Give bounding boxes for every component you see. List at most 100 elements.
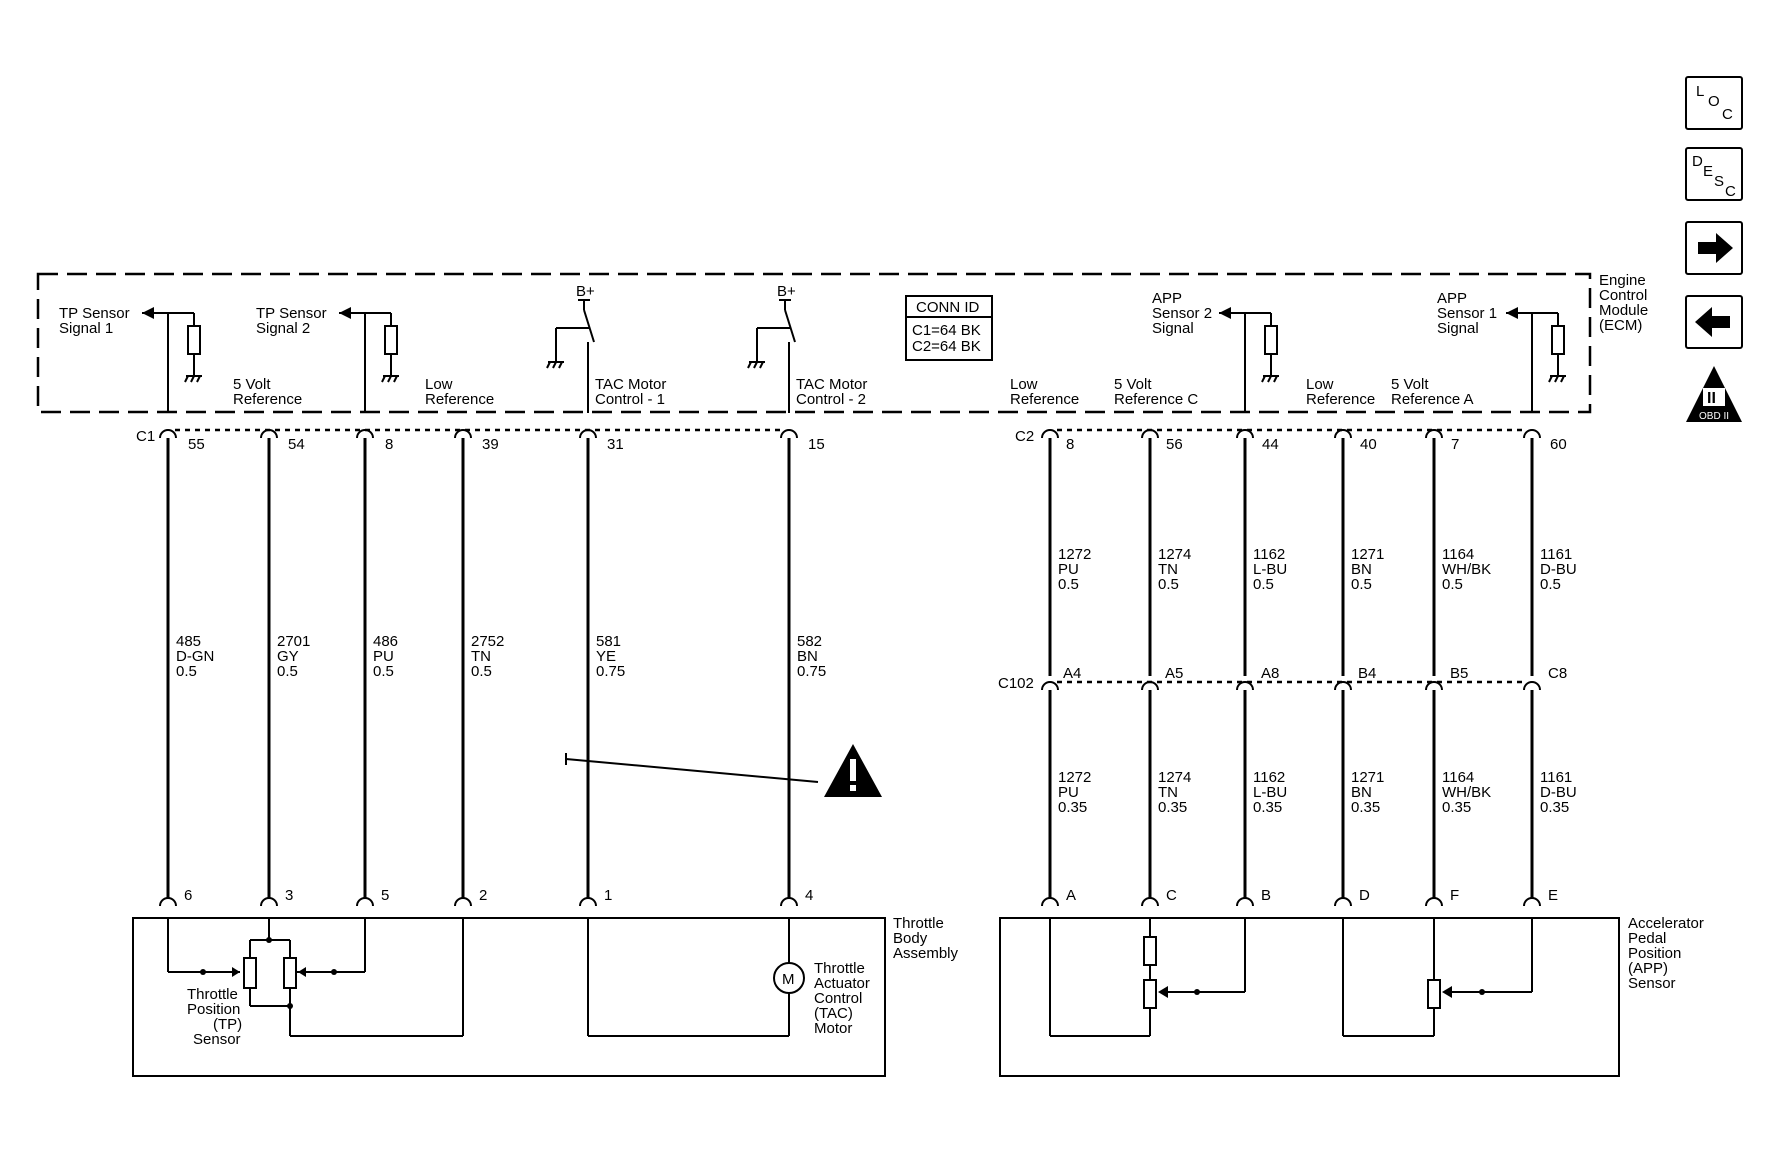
- svg-text:5 Volt: 5 Volt: [1391, 376, 1429, 393]
- svg-text:Signal: Signal: [1152, 320, 1194, 337]
- c1-pin-15: 15: [808, 436, 825, 453]
- app-pin-f: F: [1450, 887, 1459, 904]
- svg-text:Motor: Motor: [814, 1020, 852, 1037]
- app-pin-d: D: [1359, 887, 1370, 904]
- svg-text:0.35: 0.35: [1442, 799, 1471, 816]
- svg-text:TP Sensor: TP Sensor: [256, 305, 327, 322]
- svg-text:0.5: 0.5: [1158, 576, 1179, 593]
- wire-label-1161-upper: 1161 D-BU 0.5: [1540, 546, 1577, 593]
- ecm-label-5v-reference-a: 5 Volt Reference A: [1391, 376, 1474, 408]
- previous-page-button[interactable]: [1685, 295, 1743, 349]
- svg-text:L-BU: L-BU: [1253, 561, 1287, 578]
- c1-pin-31: 31: [607, 436, 624, 453]
- c2-pin-7: 7: [1451, 436, 1459, 453]
- svg-text:Reference: Reference: [425, 391, 494, 408]
- app-pin-b: B: [1261, 887, 1271, 904]
- svg-text:1271: 1271: [1351, 546, 1384, 563]
- svg-text:YE: YE: [596, 648, 616, 665]
- app-sensor-2-circuit: [1049, 918, 1246, 1037]
- svg-text:0.5: 0.5: [277, 663, 298, 680]
- wire-label-1164-lower: 1164 WH/BK 0.35: [1442, 769, 1491, 816]
- svg-text:0.5: 0.5: [1058, 576, 1079, 593]
- svg-text:Sensor 2: Sensor 2: [1152, 305, 1212, 322]
- wire-label-1271-upper: 1271 BN 0.5: [1351, 546, 1384, 593]
- svg-text:Throttle: Throttle: [814, 960, 865, 977]
- svg-text:Reference: Reference: [1306, 391, 1375, 408]
- next-page-button[interactable]: [1685, 221, 1743, 275]
- loc-letter-o: O: [1708, 93, 1720, 110]
- warning-leader-line: [565, 758, 819, 783]
- c1-pin-39: 39: [482, 436, 499, 453]
- svg-text:Low: Low: [1306, 376, 1334, 393]
- arrow-left-icon: [1695, 307, 1730, 337]
- c102-pin-a8: A8: [1261, 665, 1279, 682]
- obd-ii-button[interactable]: II OBD II: [1686, 366, 1742, 422]
- svg-text:1161: 1161: [1540, 546, 1572, 563]
- svg-text:1274: 1274: [1158, 769, 1191, 786]
- svg-text:0.75: 0.75: [596, 663, 625, 680]
- wire-label-2701: 2701 GY 0.5: [277, 633, 310, 680]
- svg-text:1162: 1162: [1253, 546, 1285, 563]
- connector-c2-label: C2: [1015, 428, 1034, 445]
- loc-button[interactable]: L O C: [1685, 76, 1743, 130]
- app-sensor-assembly: [999, 917, 1620, 1077]
- svg-text:Control: Control: [814, 990, 862, 1007]
- svg-text:TAC Motor: TAC Motor: [796, 376, 867, 393]
- wire-label-1272-upper: 1272 PU 0.5: [1058, 546, 1091, 593]
- c102-pin-a5: A5: [1165, 665, 1183, 682]
- svg-text:BN: BN: [1351, 561, 1372, 578]
- arrow-right-icon: [1698, 233, 1733, 263]
- ecm-internal-app-2: [1219, 307, 1279, 413]
- svg-text:0.5: 0.5: [1442, 576, 1463, 593]
- svg-text:TAC Motor: TAC Motor: [595, 376, 666, 393]
- ecm-label-tp-signal-1: TP Sensor Signal 1: [59, 305, 130, 337]
- ecm-label-5v-reference: 5 Volt Reference: [233, 376, 302, 408]
- svg-text:1272: 1272: [1058, 546, 1091, 563]
- svg-text:Throttle: Throttle: [893, 915, 944, 932]
- svg-text:Accelerator: Accelerator: [1628, 915, 1704, 932]
- svg-text:Assembly: Assembly: [893, 945, 959, 962]
- c2-pin-40: 40: [1360, 436, 1377, 453]
- svg-text:0.35: 0.35: [1058, 799, 1087, 816]
- loc-letter-c: C: [1722, 106, 1733, 123]
- svg-text:TN: TN: [1158, 561, 1178, 578]
- svg-text:1162: 1162: [1253, 769, 1285, 786]
- svg-text:Reference: Reference: [233, 391, 302, 408]
- svg-text:1274: 1274: [1158, 546, 1191, 563]
- svg-text:0.5: 0.5: [1540, 576, 1561, 593]
- connector-c1-label: C1: [136, 428, 155, 445]
- ecm-label-low-reference-app-2: Low Reference: [1010, 376, 1079, 408]
- ecm-internal-app-1: [1506, 307, 1566, 413]
- svg-text:CONN ID: CONN ID: [916, 299, 980, 316]
- svg-text:Throttle: Throttle: [187, 986, 238, 1003]
- wires-left: [166, 438, 791, 898]
- wire-label-1274-lower: 1274 TN 0.35: [1158, 769, 1191, 816]
- tp-sensor-label: Throttle Position (TP) Sensor: [187, 986, 242, 1048]
- ecm-label-5v-reference-c: 5 Volt Reference C: [1114, 376, 1198, 408]
- desc-letter-e: E: [1703, 163, 1713, 180]
- tac-driver-switch-2: [747, 299, 796, 413]
- wire-label-1161-lower: 1161 D-BU 0.35: [1540, 769, 1577, 816]
- desc-button[interactable]: D E S C: [1685, 147, 1743, 201]
- app-pin-a: A: [1066, 887, 1076, 904]
- svg-text:0.5: 0.5: [373, 663, 394, 680]
- c2-pin-44: 44: [1262, 436, 1279, 453]
- tac-pin-4: 4: [805, 887, 813, 904]
- ecm-label-tp-signal-2: TP Sensor Signal 2: [256, 305, 327, 337]
- app-sensor-label: Accelerator Pedal Position (APP) Sensor: [1628, 915, 1704, 992]
- c1-pin-8: 8: [385, 436, 393, 453]
- svg-text:Sensor: Sensor: [1628, 975, 1676, 992]
- tp-pin-6: 6: [184, 887, 192, 904]
- c1-pin-55: 55: [188, 436, 205, 453]
- wire-label-1274-upper: 1274 TN 0.5: [1158, 546, 1191, 593]
- app-pin-c: C: [1166, 887, 1177, 904]
- svg-text:(ECM): (ECM): [1599, 317, 1642, 334]
- wire-label-581: 581 YE 0.75: [596, 633, 625, 680]
- c2-pin-60: 60: [1550, 436, 1567, 453]
- svg-text:486: 486: [373, 633, 398, 650]
- svg-text:Engine: Engine: [1599, 272, 1646, 289]
- ecm-label-tac-control-1: TAC Motor Control - 1: [595, 376, 666, 408]
- desc-letter-d: D: [1692, 153, 1703, 170]
- svg-text:D-GN: D-GN: [176, 648, 214, 665]
- svg-text:APP: APP: [1437, 290, 1467, 307]
